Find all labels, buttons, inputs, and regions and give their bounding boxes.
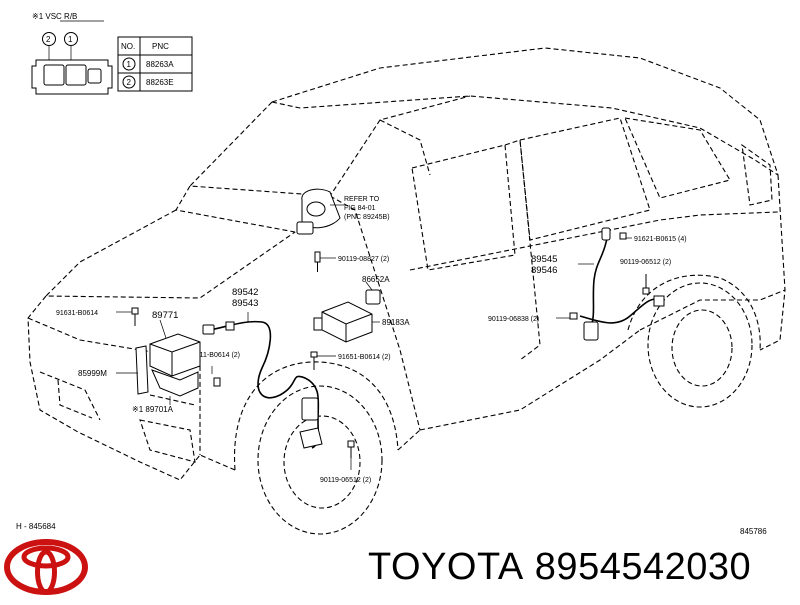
label-90119-08827: 90119-08827 (2)	[338, 256, 389, 263]
pnc-table: NO. PNC 1 88263A 2 88263E	[117, 36, 193, 92]
connector-title: ※1 VSC R/B	[32, 12, 77, 21]
front-speed-sensor-harness: 89542 89543	[202, 287, 323, 449]
brand-name: TOYOTA	[368, 546, 524, 588]
ecu-assembly: 89771 85999M ※1 89701A	[78, 310, 201, 414]
brand-part-number: 8954542030	[534, 546, 752, 588]
bolt-91621-b0615: 91621-B0615 (4)	[619, 232, 687, 243]
pin-2-marker	[42, 32, 56, 46]
pnc-row-2-no: 2	[127, 78, 132, 87]
bolt-90119-08827: 90119-08827 (2)	[314, 251, 389, 272]
bolt-90119-06512-rear: 90119-06512 (2)	[620, 259, 671, 295]
pin-1-marker	[64, 32, 78, 46]
label-90119-06512-rear: 90119-06512 (2)	[620, 259, 671, 266]
label-90119-06838: 90119-06838 (2)	[488, 316, 539, 323]
vsc-relay-connector: ※1 VSC R/B 2 1	[31, 12, 113, 95]
code-bottom-right: 845786	[740, 527, 767, 536]
label-85999m: 85999M	[78, 369, 107, 378]
label-91621-b0615: 91621-B0615 (4)	[634, 236, 687, 243]
label-86652a: 86652A	[362, 275, 390, 284]
refer-line-3: (PNC 89245B)	[344, 214, 390, 221]
pin-1-label: 1	[68, 35, 73, 44]
label-89542: 89542	[232, 287, 258, 298]
label-89543: 89543	[232, 298, 258, 309]
label-89771: 89771	[152, 310, 178, 321]
bolt-90119-06512-front: 90119-06512 (2)	[320, 440, 371, 484]
bolt-91611-b0614: 91611-B0614 (2)	[188, 352, 240, 387]
label-90119-06512-front: 90119-06512 (2)	[320, 477, 371, 484]
pin-2-label: 2	[46, 35, 51, 44]
vehicle-outline	[27, 47, 786, 535]
label-89183a: 89183A	[382, 318, 410, 327]
bolt-90119-06838: 90119-06838 (2)	[488, 312, 578, 323]
label-89701a: ※1 89701A	[132, 405, 174, 414]
actuator-assembly: 86652A 89183A	[313, 275, 410, 343]
pnc-row-1-no: 1	[127, 60, 132, 69]
pnc-row-2-code: 88263E	[146, 78, 174, 87]
bolt-91631-b0614: 91631-B0614	[56, 307, 139, 326]
bolt-91651-b0614: 91651-B0614 (2)	[310, 351, 391, 370]
pnc-header-no: NO.	[121, 42, 135, 51]
label-91651-b0614: 91651-B0614 (2)	[338, 354, 391, 361]
pnc-row-1-code: 88263A	[146, 60, 174, 69]
brand-caption: TOYOTA 8954542030	[368, 548, 751, 586]
refer-line-1: REFER TO	[344, 196, 380, 203]
label-91611-b0614: 91611-B0614 (2)	[188, 352, 240, 359]
rear-speed-sensor-harness: 89545 89546	[531, 227, 665, 341]
label-89546: 89546	[531, 265, 557, 276]
label-89545: 89545	[531, 254, 557, 265]
pnc-header-pnc: PNC	[152, 42, 169, 51]
code-bottom-left: H - 845684	[16, 522, 56, 531]
yaw-rate-sensor: REFER TO FIG 84-01 (PNC 89245B)	[296, 188, 390, 235]
refer-line-2: FIG 84-01	[344, 205, 376, 212]
label-91631-b0614: 91631-B0614	[56, 310, 98, 317]
toyota-logo-icon	[4, 539, 88, 595]
